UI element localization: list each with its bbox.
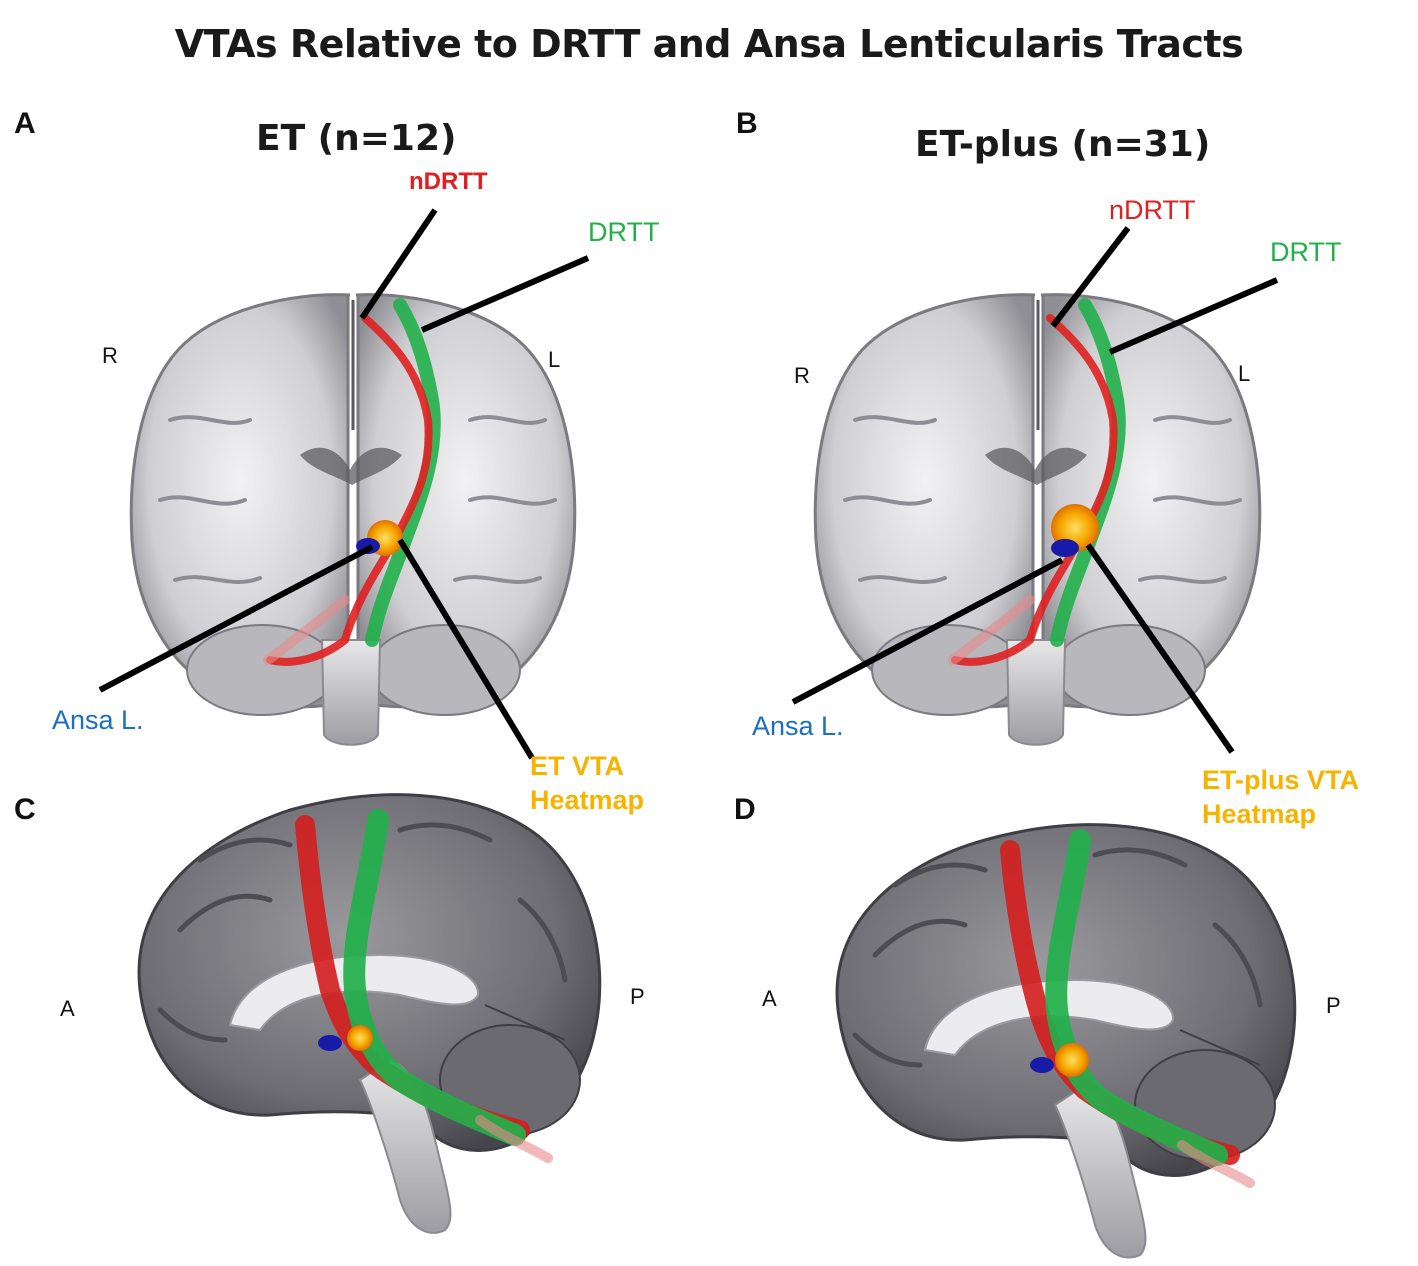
panel-a-drtt-label: DRTT bbox=[588, 217, 660, 247]
panel-a-vta-label-1: ET VTA bbox=[530, 751, 624, 781]
panel-letter-c: C bbox=[14, 793, 36, 826]
panel-b-right-label: R bbox=[794, 363, 810, 388]
panel-a-ansa-label: Ansa L. bbox=[52, 705, 144, 735]
panel-c-anterior-label: A bbox=[60, 996, 75, 1021]
leader-lines-b bbox=[791, 226, 1279, 754]
panel-letter-b: B bbox=[736, 107, 758, 140]
panel-b-drtt-label: DRTT bbox=[1270, 237, 1342, 267]
panel-a-vta-label-2: Heatmap bbox=[530, 785, 645, 815]
panel-d-posterior-label: P bbox=[1326, 993, 1341, 1018]
panel-b-vta-label-2: Heatmap bbox=[1202, 799, 1317, 829]
figure-title: VTAs Relative to DRTT and Ansa Lenticula… bbox=[174, 22, 1244, 66]
tracts-a bbox=[263, 298, 441, 666]
panel-c-posterior-label: P bbox=[630, 984, 645, 1009]
panel-b-ansa-label: Ansa L. bbox=[752, 711, 844, 741]
panel-a-right-label: R bbox=[102, 343, 118, 368]
sagittal-brain-c bbox=[137, 793, 602, 1234]
tracts-c bbox=[295, 809, 553, 1163]
panel-b-ndrtt-label: nDRTT bbox=[1109, 195, 1196, 225]
panel-a-subtitle: ET (n=12) bbox=[256, 118, 457, 159]
coronal-brain-a bbox=[129, 293, 577, 746]
coronal-brain-b bbox=[813, 293, 1262, 746]
panel-letter-d: D bbox=[734, 793, 756, 826]
panel-a-left-label: L bbox=[548, 347, 561, 372]
tracts-d bbox=[1000, 829, 1255, 1188]
panel-b-vta-label-1: ET-plus VTA bbox=[1202, 765, 1360, 795]
panel-b-subtitle: ET-plus (n=31) bbox=[915, 124, 1211, 165]
leader-lines-a bbox=[98, 208, 590, 760]
panel-d-anterior-label: A bbox=[762, 986, 777, 1011]
panel-a-ndrtt-label: nDRTT bbox=[409, 168, 488, 195]
panel-letter-a: A bbox=[14, 107, 36, 140]
tracts-b bbox=[948, 298, 1126, 666]
panel-b-left-label: L bbox=[1238, 361, 1251, 386]
